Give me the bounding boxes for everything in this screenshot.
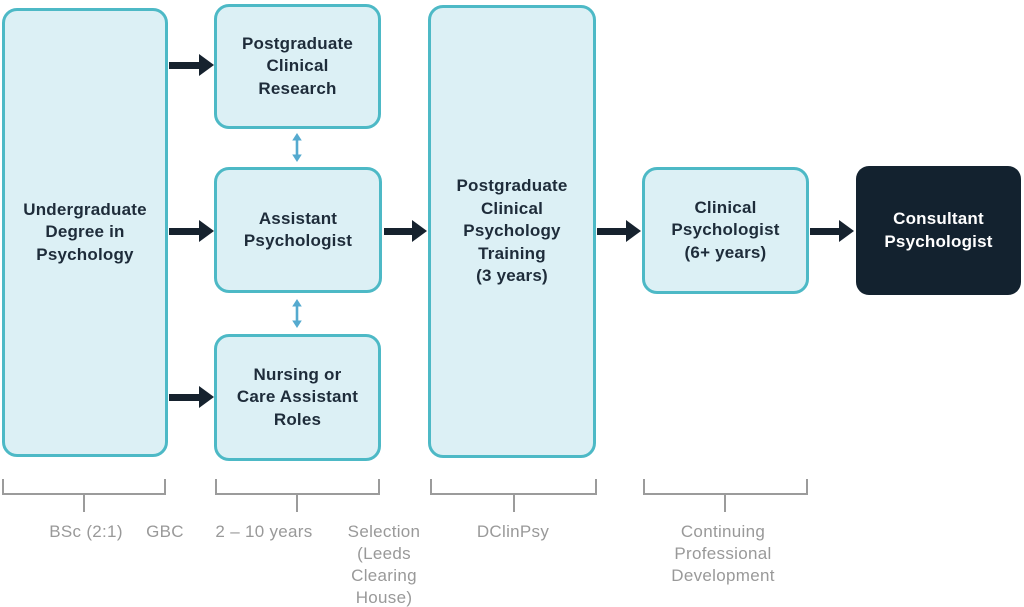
label-bsc: BSc (2:1) (49, 522, 123, 541)
label-selection-leeds-clearing-house: Selection (Leeds Clearing House) (347, 522, 421, 607)
arrow-head (199, 220, 214, 242)
bracket-undergraduate (2, 479, 166, 495)
arrow-undergrad-to-nursing-icon (169, 386, 214, 408)
arrow-head (839, 220, 854, 242)
arrow-head (412, 220, 427, 242)
box-postgraduate-clinical-psychology-training: Postgraduate Clinical Psychology Trainin… (428, 5, 596, 458)
arrow-undergrad-to-assistant-icon (169, 220, 214, 242)
bracket-undergraduate-tick (83, 494, 85, 512)
bracket-training-tick (513, 494, 515, 512)
bracket-clinical (643, 479, 808, 495)
arrow-assistant-to-training-icon (384, 220, 427, 242)
arrow-shaft (384, 228, 413, 235)
arrow-shaft (169, 62, 200, 69)
box-assistant-psychologist: Assistant Psychologist (214, 167, 382, 293)
box-consultant-psychologist: Consultant Psychologist (856, 166, 1021, 295)
arrow-head (199, 54, 214, 76)
box-postgraduate-clinical-research: Postgraduate Clinical Research (214, 4, 381, 129)
box-nursing-care-assistant-roles: Nursing or Care Assistant Roles (214, 334, 381, 461)
double-arrow-research-assistant-icon (291, 133, 303, 162)
bracket-assistant-column (215, 479, 380, 495)
double-arrow-assistant-nursing-icon (291, 299, 303, 328)
bracket-clinical-tick (724, 494, 726, 512)
arrow-shaft (597, 228, 627, 235)
label-continuing-professional-development: Continuing Professional Development (671, 522, 775, 585)
box-clinical-psychologist: Clinical Psychologist (6+ years) (642, 167, 809, 294)
arrow-undergrad-to-research-icon (169, 54, 214, 76)
label-gbc: GBC (146, 522, 184, 541)
arrow-shaft (169, 394, 200, 401)
bracket-assistant-column-tick (296, 494, 298, 512)
arrow-training-to-clinical-icon (597, 220, 641, 242)
label-dclinpsy: DClinPsy (476, 522, 550, 541)
arrow-clinical-to-consultant-icon (810, 220, 854, 242)
bracket-training (430, 479, 597, 495)
arrow-head (626, 220, 641, 242)
arrow-shaft (169, 228, 200, 235)
arrow-shaft (810, 228, 840, 235)
box-undergraduate-degree: Undergraduate Degree in Psychology (2, 8, 168, 457)
arrow-head (199, 386, 214, 408)
label-years-range: 2 – 10 years (215, 522, 313, 541)
